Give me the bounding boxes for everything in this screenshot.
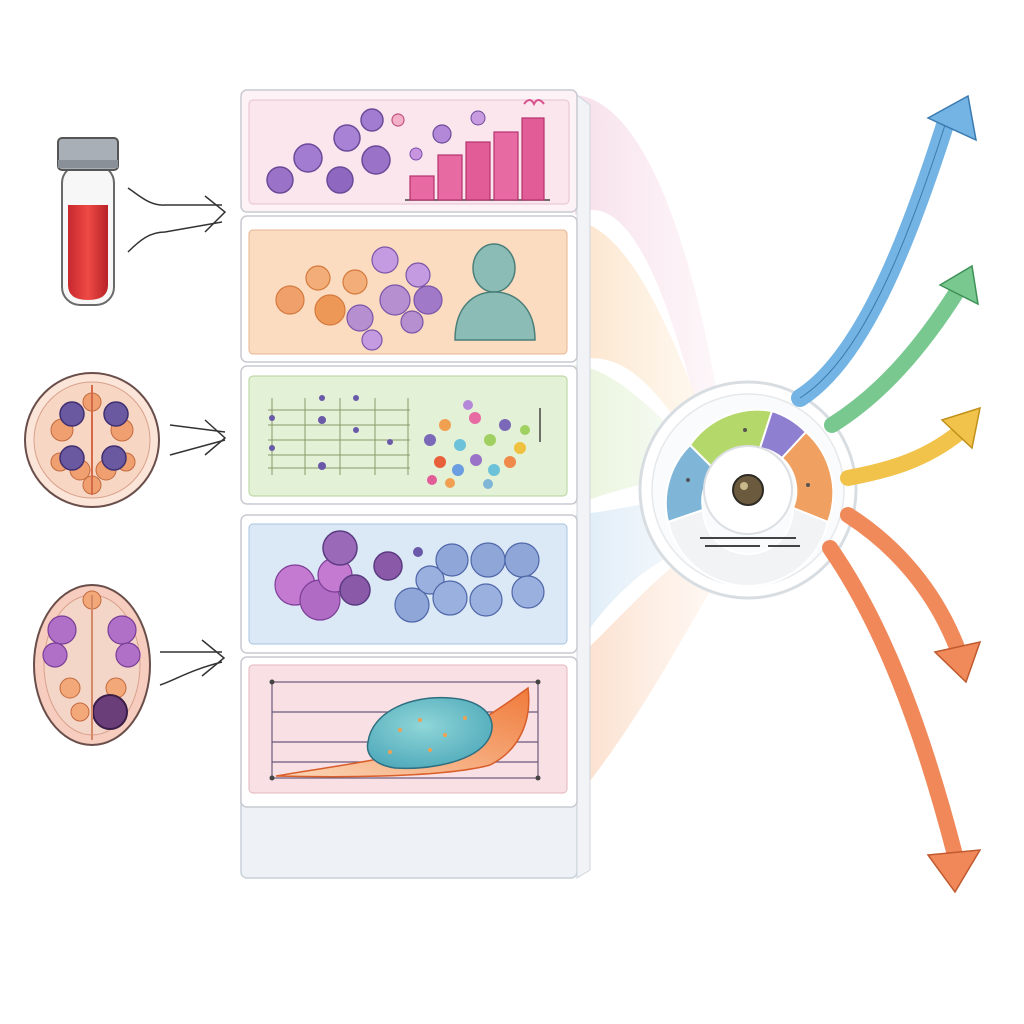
scatter-cluster	[424, 400, 541, 489]
output-arrow-yellow	[840, 406, 981, 486]
cell-histogram-panel	[240, 89, 578, 213]
test-tube-icon	[57, 137, 119, 306]
blue-cell-cluster	[394, 542, 545, 623]
tissue-slice-icon	[24, 372, 160, 508]
integration-hub	[638, 380, 858, 600]
hub-dots	[686, 428, 810, 487]
output-arrow-blue	[791, 94, 977, 407]
matrix-cluster-panel	[240, 365, 578, 505]
tumor-blob	[366, 696, 493, 770]
output-arrow-green	[824, 264, 979, 433]
cell-cluster-panel	[240, 514, 578, 654]
cell-cluster	[266, 108, 486, 194]
funnel-band-1	[575, 95, 720, 420]
flow-arrow	[127, 187, 227, 253]
hub-readout-lines	[700, 537, 800, 547]
output-arrow-deep-orange	[822, 540, 982, 894]
blob-speckles	[388, 716, 467, 754]
funnel-band-5	[575, 545, 720, 800]
stack-side-face	[576, 93, 591, 879]
data-matrix	[268, 398, 410, 475]
growth-curve-panel	[240, 656, 578, 808]
histogram	[405, 99, 550, 201]
cell-patient-panel	[240, 215, 578, 363]
flow-arrow	[159, 639, 226, 686]
hub-ring	[664, 408, 835, 587]
organ-section-icon	[33, 584, 151, 746]
output-arrows	[791, 94, 982, 894]
panel-stack	[240, 89, 591, 879]
matrix-markers	[269, 395, 393, 470]
purple-cell-cluster	[274, 530, 403, 621]
funnel-band-2	[575, 220, 705, 440]
cell-cluster	[275, 246, 443, 351]
flow-arrow	[169, 419, 227, 456]
patient-icon	[454, 243, 536, 341]
output-arrow-orange	[840, 507, 982, 684]
plot-corner-markers	[269, 679, 541, 781]
